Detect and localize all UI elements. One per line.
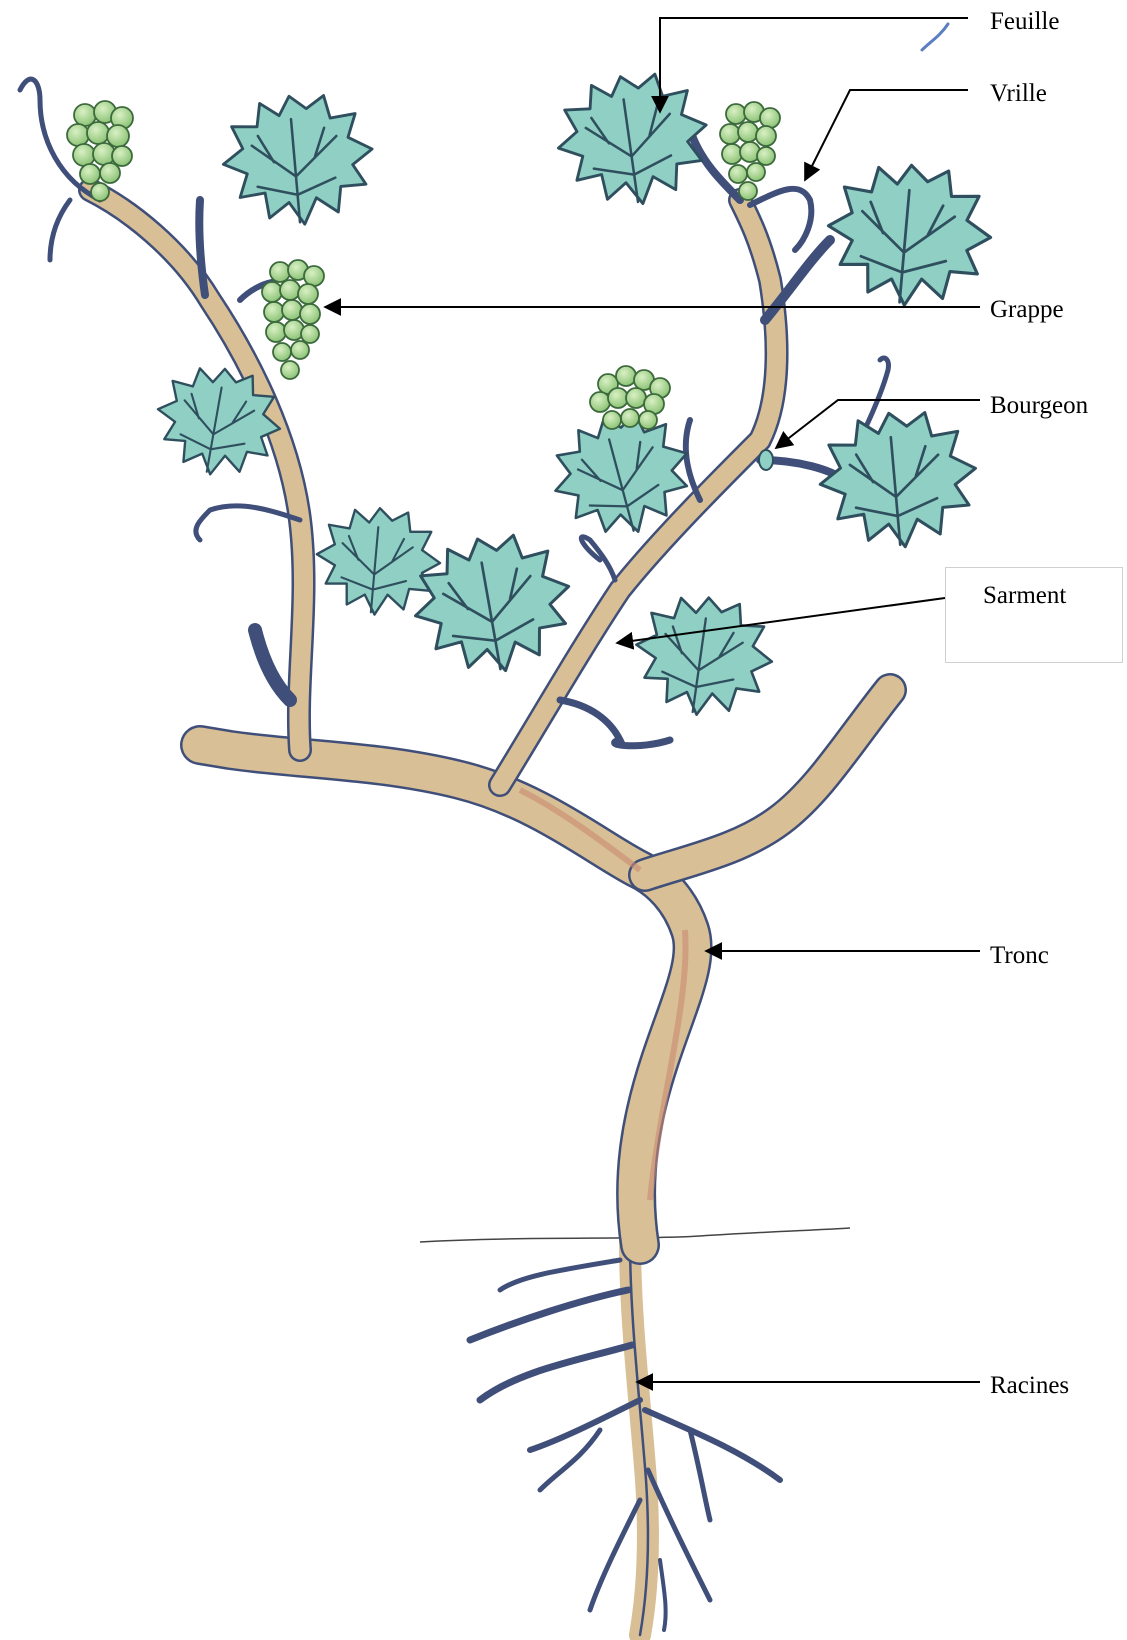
stray-mark (922, 24, 948, 50)
label-bourgeon: Bourgeon (990, 392, 1088, 420)
bud (759, 450, 773, 470)
trunk (200, 690, 890, 1245)
label-tronc: Tronc (990, 942, 1049, 970)
label-vrille: Vrille (990, 80, 1047, 108)
label-feuille: Feuille (990, 8, 1059, 36)
roots (470, 1240, 780, 1635)
grape-cluster-center (590, 366, 670, 429)
label-racines: Racines (990, 1372, 1069, 1400)
feuille-arrow (660, 18, 968, 112)
label-sarment: Sarment (983, 582, 1066, 610)
vrille-arrow (805, 90, 968, 180)
label-grappe: Grappe (990, 296, 1064, 324)
grape-cluster-left-middle (262, 260, 324, 379)
